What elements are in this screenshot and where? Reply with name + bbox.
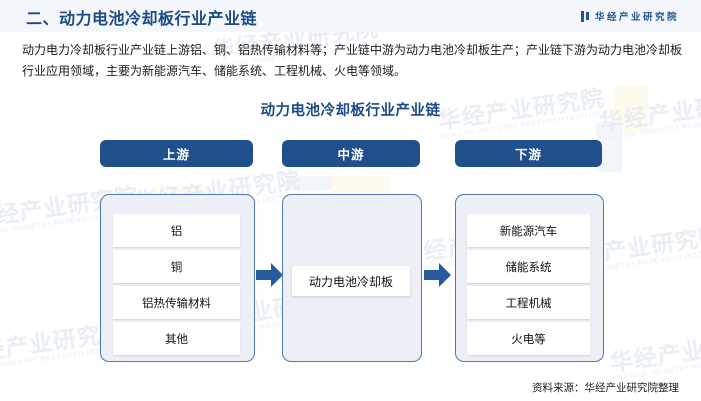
brand-logo: 华经产业研究院	[580, 9, 679, 23]
cell-label: 火电等	[511, 333, 546, 346]
midstream-item-0[interactable]: 动力电池冷却板	[292, 266, 410, 296]
column-header-midstream[interactable]: 中游	[282, 140, 420, 167]
column-header-label: 下游	[514, 148, 542, 162]
downstream-item-2[interactable]: 工程机械	[467, 286, 590, 319]
cell-label: 其他	[165, 333, 188, 346]
upstream-item-0[interactable]: 铝	[113, 214, 240, 247]
figure-title: 动力电池冷却板行业产业链	[260, 103, 441, 119]
page-header: 二、动力电池冷却板行业产业链 华经产业研究院	[0, 0, 701, 32]
cell-label: 新能源汽车	[499, 225, 558, 238]
arrow-midstream-to-downstream	[424, 263, 451, 287]
cell-label: 工程机械	[505, 297, 552, 310]
column-header-label: 上游	[162, 148, 190, 162]
column-header-downstream[interactable]: 下游	[455, 140, 602, 167]
downstream-item-0[interactable]: 新能源汽车	[467, 214, 590, 247]
column-header-label: 中游	[337, 148, 365, 162]
source-note: 资料来源：华经产业研究院整理	[532, 382, 679, 394]
upstream-item-3[interactable]: 其他	[113, 322, 240, 355]
cell-label: 铜	[170, 261, 183, 274]
upstream-item-2[interactable]: 铝热传输材料	[113, 286, 240, 319]
page-title: 二、动力电池冷却板行业产业链	[26, 11, 258, 28]
cell-label: 动力电池冷却板	[308, 274, 393, 289]
upstream-item-1[interactable]: 铜	[113, 250, 240, 283]
cell-label: 储能系统	[505, 261, 552, 274]
intro-paragraph: 动力电力冷却板行业产业链上游铝、铜、铝热传输材料等；产业链中游为动力电池冷却板生…	[22, 43, 683, 78]
downstream-item-1[interactable]: 储能系统	[467, 250, 590, 283]
downstream-item-3[interactable]: 火电等	[467, 322, 590, 355]
arrow-upstream-to-midstream	[256, 263, 283, 287]
bars-logo-icon	[580, 10, 589, 22]
cell-label: 铝热传输材料	[142, 297, 211, 310]
column-header-upstream[interactable]: 上游	[100, 140, 253, 167]
cell-label: 铝	[170, 225, 183, 238]
brand-name: 华经产业研究院	[594, 12, 679, 23]
